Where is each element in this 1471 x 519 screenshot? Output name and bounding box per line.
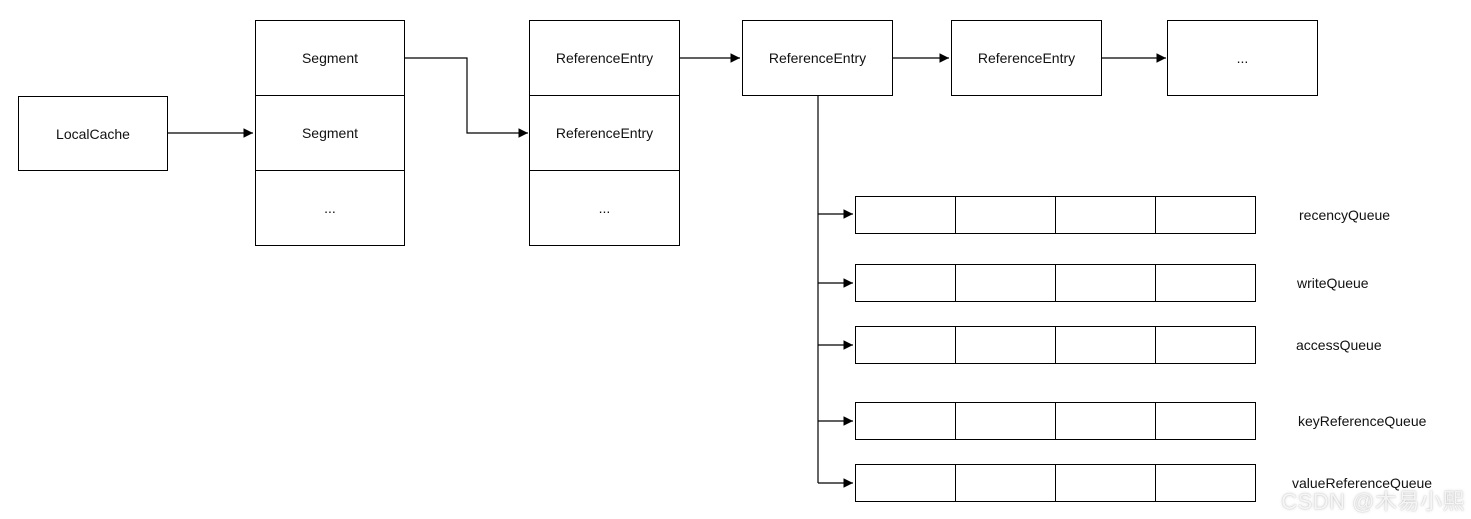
csdn-watermark: CSDN @木易小熙 <box>1281 489 1465 514</box>
segment-ellipsis-node: ... <box>255 170 405 246</box>
access-queue-cell-2 <box>955 326 1056 364</box>
reference-entry-chain-ellipsis-node: ... <box>1167 20 1318 96</box>
write-queue-label: writeQueue <box>1297 275 1369 291</box>
recency-queue-cell-2 <box>955 196 1056 234</box>
access-queue-cell-3 <box>1055 326 1156 364</box>
localcache-node: LocalCache <box>18 96 168 171</box>
recency-queue-cell-4 <box>1155 196 1256 234</box>
key-reference-queue-cell-1 <box>855 402 956 440</box>
key-reference-queue-cell-3 <box>1055 402 1156 440</box>
segment-node-1: Segment <box>255 20 405 96</box>
write-queue-cell-2 <box>955 264 1056 302</box>
write-queue-cell-3 <box>1055 264 1156 302</box>
reference-entry-chain-node-1: ReferenceEntry <box>742 20 893 96</box>
access-queue-cell-4 <box>1155 326 1256 364</box>
value-reference-queue-cell-3 <box>1055 464 1156 502</box>
value-reference-queue-cell-4 <box>1155 464 1256 502</box>
key-reference-queue-label: keyReferenceQueue <box>1298 413 1427 429</box>
reference-entry-chain-node-2: ReferenceEntry <box>951 20 1102 96</box>
segment-node-2: Segment <box>255 95 405 171</box>
segment-to-entry-table-arrow <box>404 57 528 138</box>
write-queue-cell-4 <box>1155 264 1256 302</box>
key-reference-queue-cell-2 <box>955 402 1056 440</box>
write-queue-cell-1 <box>855 264 956 302</box>
value-reference-queue-cell-1 <box>855 464 956 502</box>
entry-table-ellipsis-node: ... <box>529 170 680 246</box>
value-reference-queue-label: valueReferenceQueue <box>1292 475 1433 491</box>
recency-queue-cell-3 <box>1055 196 1156 234</box>
recency-queue-label: recencyQueue <box>1299 207 1391 223</box>
entry-table-node-2: ReferenceEntry <box>529 95 680 171</box>
entry-table-node-1: ReferenceEntry <box>529 20 680 96</box>
access-queue-cell-1 <box>855 326 956 364</box>
value-reference-queue-cell-2 <box>955 464 1056 502</box>
recency-queue-cell-1 <box>855 196 956 234</box>
access-queue-label: accessQueue <box>1296 337 1382 353</box>
key-reference-queue-cell-4 <box>1155 402 1256 440</box>
